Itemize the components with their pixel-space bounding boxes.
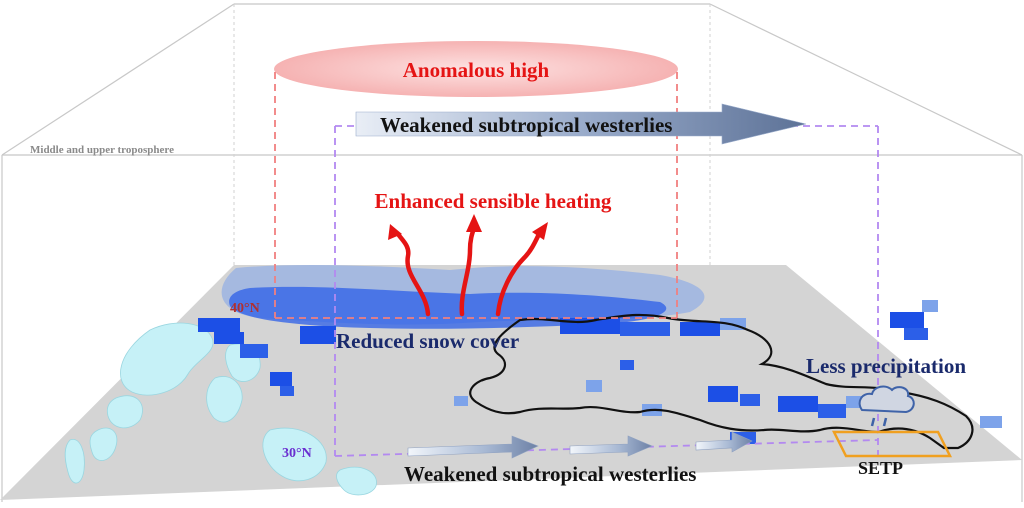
sensible-heating-arrows <box>395 225 543 317</box>
upper-westerlies-label: Weakened subtropical westerlies <box>380 113 672 137</box>
precipitation-label: Less precipitation <box>806 354 966 378</box>
lower-westerlies-arrows <box>407 431 753 459</box>
lower-westerlies-label: Weakened subtropical westerlies <box>404 462 696 486</box>
sensible-heating-label: Enhanced sensible heating <box>375 189 612 213</box>
anomalous-high-label: Anomalous high <box>403 58 550 82</box>
rain-cloud-icon <box>858 385 915 427</box>
anomalous-high-ellipse <box>274 41 678 97</box>
lat-30-label: 30°N <box>282 446 312 461</box>
snow-cover-label: Reduced snow cover <box>336 329 519 353</box>
sensible-heating-arrowheads <box>388 214 548 240</box>
layer-label: Middle and upper troposphere <box>30 144 174 156</box>
setp-label: SETP <box>858 458 903 478</box>
map-plane <box>0 265 1022 500</box>
lat-40-label: 40°N <box>230 301 260 316</box>
troposphere-box <box>1 3 1023 502</box>
upper-westerlies-arrow <box>355 103 807 145</box>
setp-box <box>831 430 953 458</box>
water-bodies <box>64 322 377 496</box>
